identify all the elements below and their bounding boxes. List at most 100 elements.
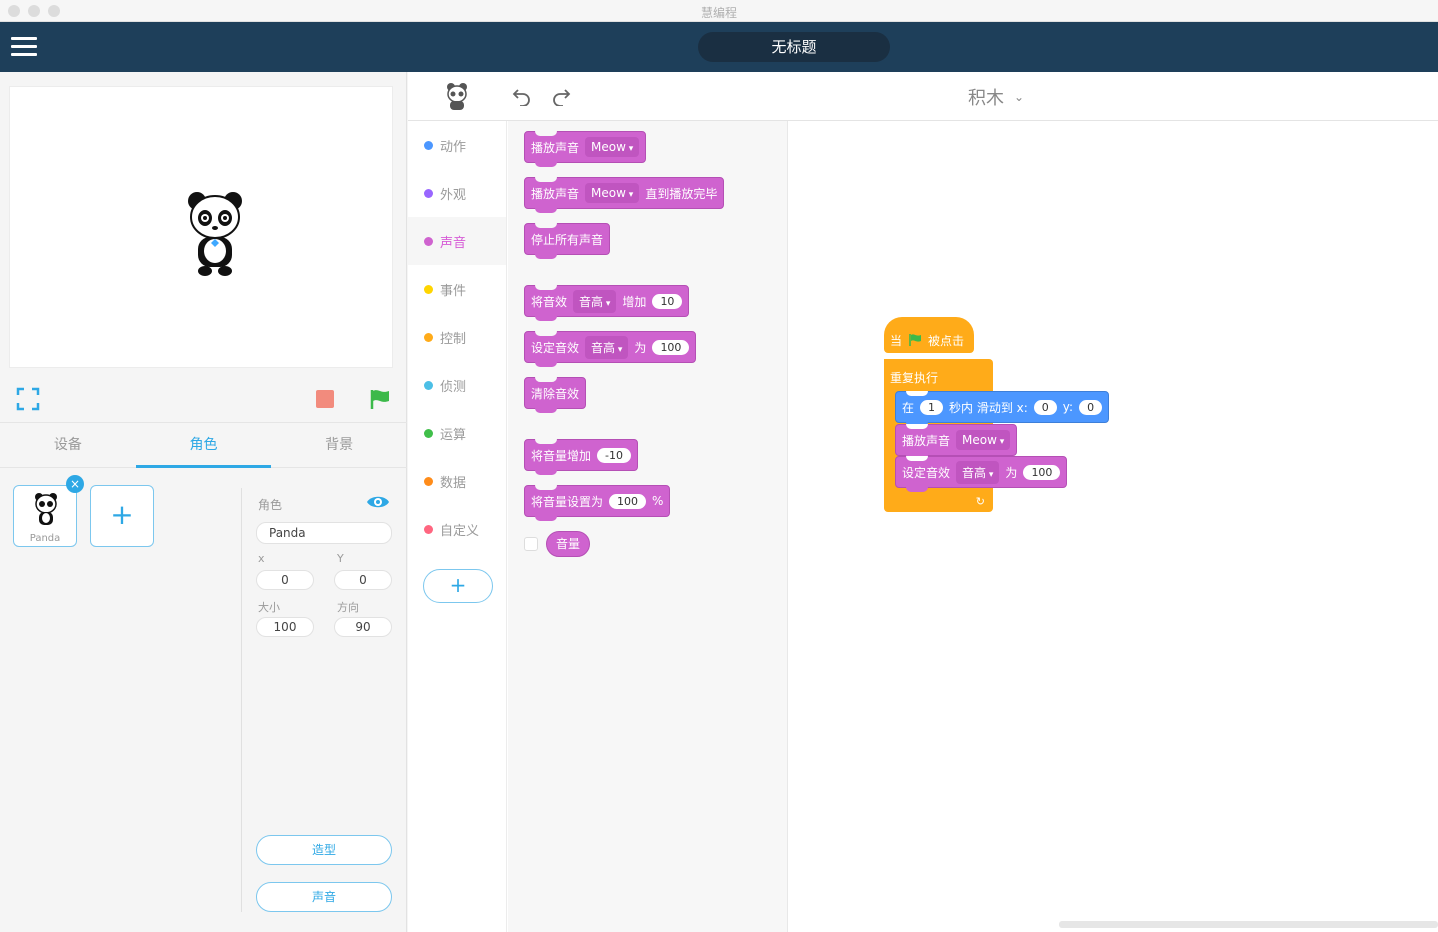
block-text: 当 (890, 333, 903, 348)
category-label: 动作 (440, 139, 467, 155)
y-input[interactable]: 0 (334, 570, 392, 590)
sound-dropdown[interactable]: Meow (956, 430, 1011, 450)
block-text: 将音量增加 (531, 448, 592, 463)
script-workspace[interactable]: 当 被点击 重复执行 ↻ 在 1 秒内 滑动到 x: 0 y: 0 播放声音 M… (789, 121, 1438, 932)
effect-dropdown[interactable]: 音高 (573, 289, 617, 313)
panda-head-icon[interactable] (446, 82, 468, 110)
block-categories: 动作 外观 声音 事件 控制 侦测 运算 数据 自定义 + (408, 121, 507, 932)
category-motion[interactable]: 动作 (408, 121, 506, 169)
tab-backdrops[interactable]: 背景 (325, 437, 354, 453)
effect-dropdown[interactable]: 音高 (585, 335, 629, 359)
block-play-sound[interactable]: 播放声音 Meow (895, 424, 1018, 460)
horizontal-scrollbar[interactable] (1059, 921, 1438, 928)
tab-sprites[interactable]: 角色 (135, 423, 272, 468)
add-extension-button[interactable]: + (423, 569, 493, 603)
block-change-volume[interactable]: 将音量增加 -10 (524, 439, 638, 475)
category-my-blocks[interactable]: 自定义 (408, 505, 506, 553)
size-label: 大小 (258, 601, 280, 614)
block-set-effect[interactable]: 设定音效 音高 为 100 (524, 331, 697, 367)
value-input[interactable]: -10 (597, 447, 631, 463)
value-input[interactable]: 100 (609, 493, 647, 509)
mode-label: 积木 (968, 88, 1004, 109)
loop-arrow-icon: ↻ (975, 495, 985, 508)
secs-input[interactable]: 1 (920, 399, 944, 415)
green-flag-icon[interactable] (369, 388, 391, 410)
sprite-name: Panda (29, 533, 61, 544)
delete-sprite-icon[interactable]: × (66, 475, 84, 493)
volume-monitor-checkbox[interactable] (524, 537, 538, 551)
mode-dropdown[interactable]: 积木 ⌄ (968, 84, 1024, 110)
top-bar: 无标题 (0, 22, 1438, 72)
sound-button[interactable]: 声音 (256, 882, 392, 912)
block-text: 为 (1005, 465, 1018, 480)
block-text: 秒内 滑动到 x: (949, 400, 1028, 415)
x-input[interactable]: 0 (256, 570, 314, 590)
stop-icon[interactable] (316, 390, 334, 408)
sound-dropdown[interactable]: Meow (585, 183, 640, 203)
x-input[interactable]: 0 (1033, 399, 1057, 415)
y-input[interactable]: 0 (1079, 399, 1103, 415)
looks-dot-icon (424, 188, 433, 198)
category-sensing[interactable]: 侦测 (408, 361, 506, 409)
zoom-window-button[interactable] (48, 5, 60, 17)
undo-icon[interactable] (512, 86, 532, 106)
panda-sprite[interactable] (185, 187, 245, 277)
redo-icon[interactable] (551, 86, 571, 106)
project-title-input[interactable]: 无标题 (698, 32, 890, 62)
block-text: 为 (634, 340, 647, 355)
sprite-card-panda[interactable]: Panda (13, 485, 77, 547)
tab-devices[interactable]: 设备 (53, 437, 82, 453)
hamburger-menu-icon[interactable] (11, 37, 37, 57)
green-flag-icon (909, 334, 922, 346)
variables-dot-icon (424, 476, 433, 486)
category-label: 事件 (440, 283, 467, 299)
stage-canvas[interactable] (9, 86, 393, 368)
x-label: x (258, 552, 265, 565)
value-input[interactable]: 100 (652, 339, 690, 355)
category-events[interactable]: 事件 (408, 265, 506, 313)
block-when-flag-clicked[interactable]: 当 被点击 (884, 317, 974, 353)
operators-dot-icon (424, 428, 433, 438)
minimize-window-button[interactable] (28, 5, 40, 17)
sprite-name-input[interactable]: Panda (256, 522, 392, 544)
category-variables[interactable]: 数据 (408, 457, 506, 505)
eye-icon[interactable] (366, 494, 390, 510)
window-controls (8, 5, 60, 17)
left-tabs: 设备 角色 背景 (0, 422, 407, 468)
block-stop-all-sounds[interactable]: 停止所有声音 (524, 223, 611, 259)
sound-dot-icon (424, 236, 433, 246)
block-text: 播放声音 (531, 186, 580, 201)
category-label: 自定义 (440, 523, 480, 539)
sound-dropdown[interactable]: Meow (585, 137, 640, 157)
block-play-sound-until-done[interactable]: 播放声音 Meow 直到播放完毕 (524, 177, 725, 213)
direction-input[interactable]: 90 (334, 617, 392, 637)
reporter-volume[interactable]: 音量 (546, 531, 591, 557)
category-control[interactable]: 控制 (408, 313, 506, 361)
category-operators[interactable]: 运算 (408, 409, 506, 457)
block-glide-to-xy[interactable]: 在 1 秒内 滑动到 x: 0 y: 0 (895, 391, 1110, 427)
y-label: Y (337, 552, 344, 565)
block-set-effect[interactable]: 设定音效 音高 为 100 (895, 456, 1068, 492)
direction-label: 方向 (337, 601, 359, 614)
add-sprite-button[interactable]: + (90, 485, 154, 547)
fullscreen-icon[interactable] (16, 387, 40, 411)
size-input[interactable]: 100 (256, 617, 314, 637)
category-label: 运算 (440, 427, 467, 443)
code-editor: 积木 ⌄ 动作 外观 声音 事件 控制 侦测 运算 数据 自定义 + 播放声音 … (408, 72, 1438, 932)
events-dot-icon (424, 284, 433, 294)
category-sound[interactable]: 声音 (408, 217, 506, 265)
block-text: 重复执行 (890, 371, 939, 385)
editor-toolbar: 积木 ⌄ (408, 72, 1438, 121)
category-label: 数据 (440, 475, 467, 491)
value-input[interactable]: 100 (1023, 464, 1061, 480)
close-window-button[interactable] (8, 5, 20, 17)
block-clear-effects[interactable]: 清除音效 (524, 377, 587, 413)
effect-dropdown[interactable]: 音高 (956, 460, 1000, 484)
category-looks[interactable]: 外观 (408, 169, 506, 217)
block-change-effect[interactable]: 将音效 音高 增加 10 (524, 285, 690, 321)
value-input[interactable]: 10 (652, 293, 683, 309)
costume-button[interactable]: 造型 (256, 835, 392, 865)
block-set-volume[interactable]: 将音量设置为 100 % (524, 485, 671, 521)
block-text: 播放声音 (531, 140, 580, 155)
block-play-sound[interactable]: 播放声音 Meow (524, 131, 647, 167)
